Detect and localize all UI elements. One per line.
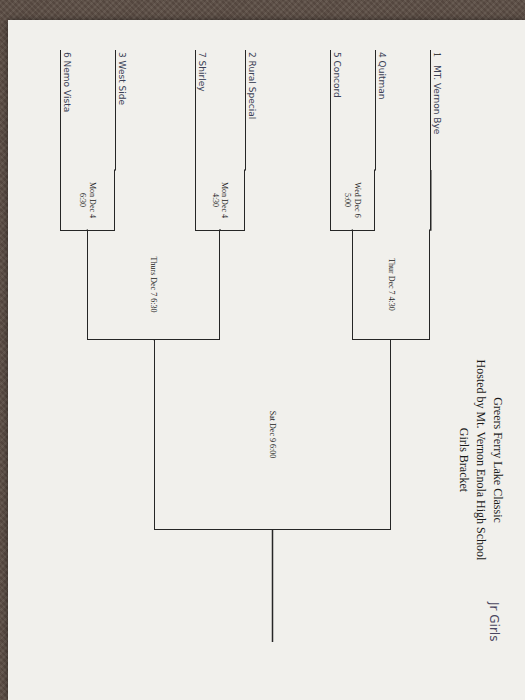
team-name: 6 Nemo Vista [62, 52, 72, 112]
game-time: Sat Dec 9 6:00 [268, 411, 277, 458]
team-name: 4 Quitman [377, 52, 387, 99]
game-box: Mon Dec 4 4:30 [195, 170, 245, 231]
bracket-decoration [8, 20, 525, 700]
team-name: 5 Concord [332, 52, 342, 98]
game-box: Sat Dec 9 6:00 [154, 340, 392, 530]
champion-line [272, 530, 274, 642]
handwritten-division: Jr Girls [487, 602, 501, 641]
team-name: 7 Shirley [197, 52, 207, 92]
bracket-connector [429, 170, 431, 230]
game-box: Thurs Dec 7 6:30 [88, 230, 221, 340]
game-time: Thurs Dec 7 6:30 [149, 257, 158, 313]
bracket-title: Greers Ferry Lake Classic [490, 330, 505, 590]
connector-layer [8, 20, 525, 700]
seed-number: 1 [432, 52, 443, 57]
game-box: Thur Dec 7 4:30 [353, 230, 431, 340]
team-slot: 5 Concord [330, 50, 342, 170]
game-time: Wed Dec 6 5:00 [343, 175, 361, 225]
bracket-sheet: Greers Ferry Lake ClassicHosted by Mt. V… [8, 20, 525, 700]
game-time: Mon Dec 4 6:30 [78, 175, 96, 225]
team-name: 2 Rural Special [247, 52, 257, 119]
game-box: Wed Dec 6 5:00 [330, 170, 375, 231]
team-name: 3 West Side [117, 52, 127, 105]
team-slot: 4 Quitman [375, 50, 387, 170]
game-time: Mon Dec 4 4:30 [211, 175, 229, 225]
team-slot: 3 West Side [115, 50, 127, 170]
team-slot: 1MT. Vernon Bye [430, 50, 443, 170]
team-slot: 2 Rural Special [245, 50, 257, 170]
team-name: MT. Vernon Bye [432, 65, 442, 134]
game-time: Thur Dec 7 4:30 [387, 258, 396, 311]
bracket-subtitle: Girls Bracket [456, 330, 471, 590]
game-box: Mon Dec 4 6:30 [60, 170, 115, 231]
team-slot: 6 Nemo Vista [60, 50, 72, 170]
team-slot: 7 Shirley [195, 50, 207, 170]
host-line: Hosted by Mt. Vernon Enola High School [473, 330, 488, 590]
